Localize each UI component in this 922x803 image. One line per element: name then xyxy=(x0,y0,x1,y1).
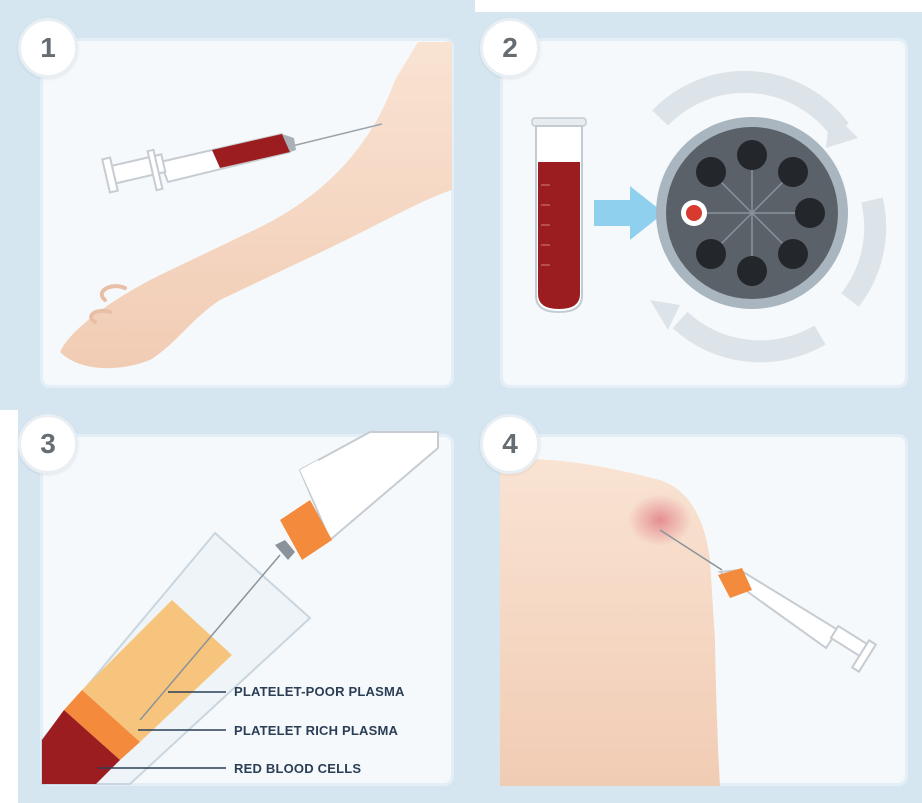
separated-tube-icon xyxy=(42,533,310,784)
step-number-badge: 4 xyxy=(480,414,540,474)
step-number-badge: 1 xyxy=(18,18,78,78)
arm-illustration xyxy=(60,42,452,368)
blood-tube-icon xyxy=(532,118,586,312)
layer-label-red-blood-cells: RED BLOOD CELLS xyxy=(234,761,361,776)
layer-label-platelet-poor: PLATELET-POOR PLASMA xyxy=(234,684,405,699)
step-number-badge: 3 xyxy=(18,414,78,474)
shoulder-illustration xyxy=(500,459,720,786)
arrow-right-icon xyxy=(594,186,664,240)
layer-label-platelet-rich: PLATELET RICH PLASMA xyxy=(234,723,398,738)
step-number-badge: 2 xyxy=(480,18,540,78)
centrifuge-icon xyxy=(656,117,848,309)
